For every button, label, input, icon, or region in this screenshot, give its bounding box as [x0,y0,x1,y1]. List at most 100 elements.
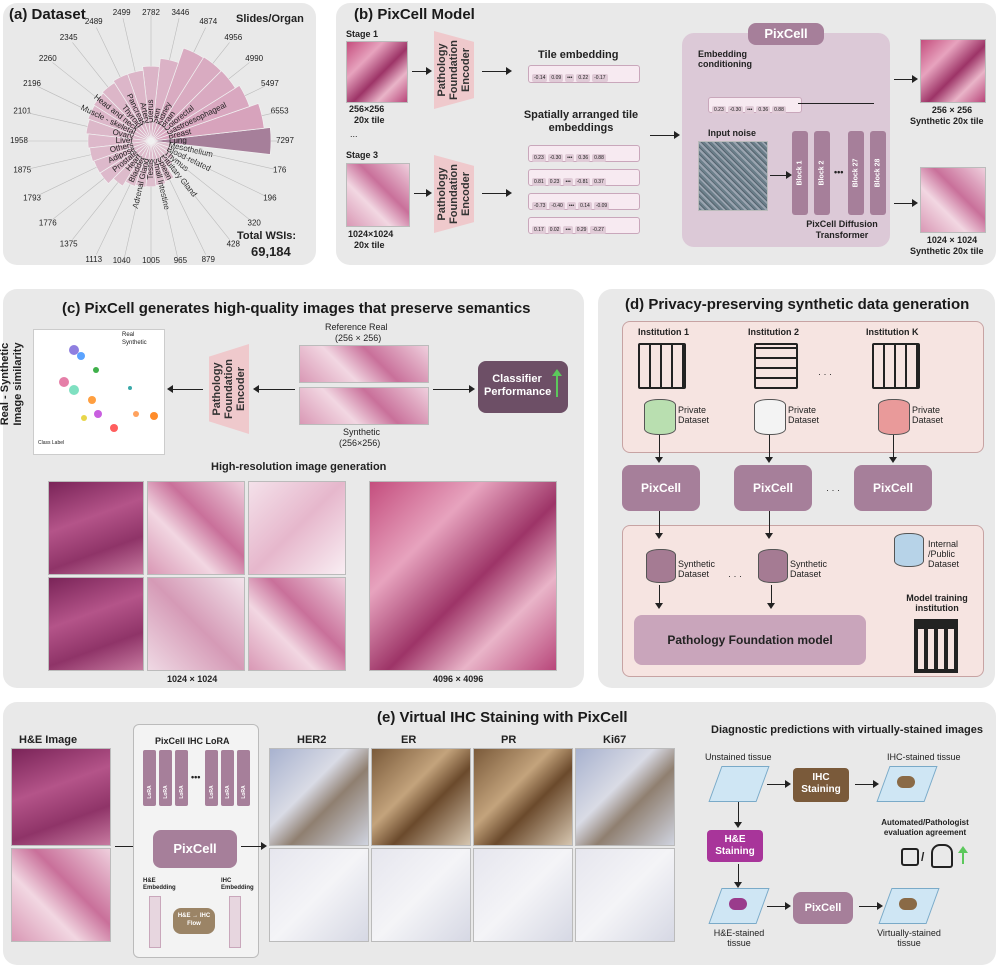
lora-blocks: LoRA LoRA LoRA ••• LoRA LoRA LoRA [143,750,251,808]
panel-e-title: (e) Virtual IHC Staining with PixCell [377,709,628,726]
ki67-top [575,748,675,846]
pixcell-title-badge: PixCell [748,23,824,45]
arrow-to-pixcell [650,131,680,140]
ref-real-size: (256 × 256) [335,333,382,343]
ihc-stained-sample [897,776,915,788]
organ-slice-1 [150,102,265,142]
organ-value-10: 2345 [60,33,78,42]
lora-block-28: LoRA [237,750,250,806]
panel-d-title: (d) Privacy-preserving synthetic data ge… [625,296,970,313]
organ-value-22: 965 [174,256,188,265]
organ-leader-25 [171,157,250,220]
synthetic-images [299,387,429,425]
organ-value-26: 196 [263,193,277,202]
organ-leader-12 [37,86,92,113]
he-embedding-label: H&E Embedding [143,878,176,891]
panel-c-title: (c) PixCell generates high-quality image… [62,300,531,317]
he-image-bottom [11,848,111,942]
size-1024-label: 1024 × 1024 [167,674,218,684]
arrow-db2-pixcell [765,435,774,463]
ihc-staining-box: IHC Staining [793,768,849,802]
virtual-stained-sample [899,898,917,910]
arrow-pixcell-ihc-images [241,842,267,851]
private-dataset-k: Private Dataset [912,405,944,425]
he-stained-label: H&E-stained tissue [713,928,765,948]
er-bottom [371,848,471,942]
arrow-encoder-spatial [482,189,512,198]
highres-tile-3 [248,481,346,575]
organ-slice-24 [150,140,174,168]
organ-slice-25 [150,140,175,161]
synthetic-dataset-1: Synthetic Dataset [678,559,716,579]
panel-b-title: (b) PixCell Model [354,6,475,23]
he-staining-box: H&E Staining [707,830,763,862]
database-icon-k [878,399,910,435]
arrow-synth1-model [655,585,664,609]
highres-tile-4096 [369,481,557,671]
pixcell-dots: · · · [826,485,840,495]
block-27: Block 27 [848,131,864,215]
size-4096-label: 4096 × 4096 [433,674,484,684]
total-wsis-label: Total WSIs: [237,230,297,242]
he-image-top [11,748,111,846]
organ-leader-22 [160,184,180,264]
her2-top [269,748,369,846]
lora-dots: ••• [191,772,201,782]
block-28: Block 28 [870,131,886,215]
organ-label-0: Lung [169,136,187,145]
organ-value-18: 1375 [60,239,78,248]
arrow-tile3-encoder [414,189,432,198]
pr-bottom [473,848,573,942]
block-1: Block 1 [792,131,808,215]
pathologist-icon [931,844,953,868]
he-stained-sample [729,898,747,910]
highres-tile-2 [147,481,245,575]
arrow-dbk-pixcell [889,435,898,463]
organ-value-4: 4956 [224,33,242,42]
he-ihc-flow: H&E → IHC Flow [173,908,215,934]
organ-value-24: 428 [227,239,241,248]
synthetic-tile-256 [920,39,986,103]
diffusion-transformer-label: PixCell Diffusion Transformer [806,219,878,240]
stage3-tile-image [346,163,410,227]
pr-top [473,748,573,846]
lora-block-3: LoRA [175,750,188,806]
tile-embedding-title: Tile embedding [538,49,619,61]
organ-leader-13 [28,112,88,127]
organ-leader-8 [122,18,136,72]
out2-size: 1024 × 1024 [926,235,978,245]
public-db-icon [894,533,924,567]
arrow-ihc-stained [855,780,879,789]
arrow-noise-block1 [770,171,792,180]
up-arrow-icon [556,375,558,397]
synthetic-db-icon-2 [758,549,788,583]
her2-bottom [269,848,369,942]
pixcell-diag: PixCell [793,892,853,924]
organ-label-7: Uterus [146,99,155,123]
unstained-label: Unstained tissue [705,752,772,762]
arrow-db1-pixcell [655,435,664,463]
organ-label-21: Testis [146,159,155,179]
stage1-tile-mag: 20x tile [354,115,385,125]
encoder-stage3: Pathology Foundation Encoder [434,155,474,233]
organ-value-1: 6553 [271,107,289,116]
arrow-pixcell1-synth [655,511,664,539]
highres-tile-4 [48,577,144,671]
hospital-icon-k [872,343,920,389]
organ-leader-9 [96,27,121,78]
organ-leader-2 [244,86,265,96]
encoder-semantics: Pathology Foundation Encoder [209,344,249,434]
pixcell-1: PixCell [622,465,700,511]
virtually-stained-label: Virtually-stained tissue [877,928,941,948]
organ-leader-3 [228,62,250,80]
organ-value-11: 2260 [39,54,57,63]
organ-value-0: 7297 [276,136,294,145]
organ-value-20: 1040 [113,256,131,265]
synthetic-tile-1024 [920,167,986,233]
stage3-tile-mag: 20x tile [354,240,385,250]
organ-slice-10 [101,82,152,142]
organ-value-23: 879 [202,255,216,264]
panel-virtual-ihc: (e) Virtual IHC Staining with PixCell H&… [3,702,996,965]
